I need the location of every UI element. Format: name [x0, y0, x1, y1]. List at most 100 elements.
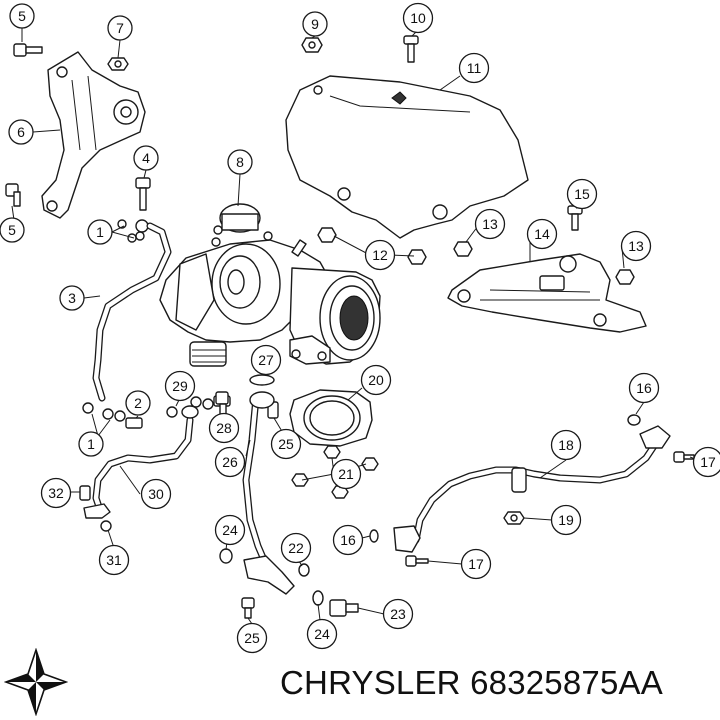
callout-number: 5: [18, 8, 26, 24]
callout-circle: [692, 446, 720, 478]
callout-c16a: 16: [628, 372, 660, 404]
callout-c22: 22: [280, 532, 312, 564]
coolant-hose-18: [393, 425, 671, 553]
callout-circle: [8, 119, 34, 145]
callout-number: 25: [278, 436, 294, 452]
callout-circle: [382, 598, 414, 630]
stud-10: [403, 35, 419, 63]
callout-c8: 8: [227, 149, 253, 175]
callout-circle: [236, 622, 268, 654]
callout-number: 15: [574, 186, 590, 202]
callout-c7: 7: [107, 15, 133, 41]
callout-c13b: 13: [620, 230, 652, 262]
callout-circle: [0, 217, 25, 243]
callout-circle: [78, 431, 104, 457]
callout-number: 17: [468, 556, 484, 572]
callout-c1b: 1: [78, 431, 104, 457]
callout-number: 1: [96, 224, 104, 240]
washer-24-lower: [312, 590, 324, 606]
oil-line-3: [92, 222, 172, 402]
banjo-1-lower: [82, 402, 126, 422]
callout-number: 24: [222, 522, 238, 538]
callout-number: 8: [236, 154, 244, 170]
bolt-15: [567, 205, 583, 231]
callout-circle: [302, 11, 328, 37]
gasket-27: [249, 374, 275, 386]
callout-number: 2: [134, 395, 142, 411]
callout-number: 5: [8, 222, 16, 238]
bolt-4: [135, 177, 151, 211]
callout-c6: 6: [8, 119, 34, 145]
callout-circle: [360, 364, 392, 396]
callout-circle: [125, 390, 151, 416]
callout-c27: 27: [250, 344, 282, 376]
callout-number: 14: [534, 226, 550, 242]
callout-c15: 15: [566, 178, 598, 210]
callout-circle: [59, 285, 85, 311]
wastegate-actuator-8: [213, 203, 261, 235]
chrysler-pentastar-logo: [4, 648, 68, 716]
callout-circle: [526, 218, 558, 250]
washer-22: [298, 563, 310, 577]
callout-number: 28: [216, 420, 232, 436]
callout-number: 1: [87, 436, 95, 452]
bolt-2: [125, 417, 143, 429]
callout-circle: [140, 478, 172, 510]
callout-c3: 3: [59, 285, 85, 311]
callout-number: 13: [628, 238, 644, 254]
bolt-17-lower: [405, 555, 429, 567]
callout-number: 20: [368, 372, 384, 388]
callout-number: 29: [172, 378, 188, 394]
callout-circle: [270, 428, 302, 460]
callout-number: 12: [372, 247, 388, 263]
callout-circle: [133, 145, 159, 171]
callout-c13a: 13: [474, 208, 506, 240]
callout-number: 7: [116, 20, 124, 36]
callout-circle: [280, 532, 312, 564]
callout-number: 6: [17, 124, 25, 140]
callout-circle: [620, 230, 652, 262]
callout-number: 24: [314, 626, 330, 642]
banjo-bolts-1-top: [117, 219, 149, 243]
callout-number: 21: [338, 466, 354, 482]
callout-c21: 21: [330, 458, 362, 490]
callout-circle: [330, 458, 362, 490]
callout-circle: [98, 544, 130, 576]
callout-c26: 26: [214, 446, 246, 478]
bolt-5-lower: [5, 183, 21, 207]
fitting-28: [215, 391, 229, 417]
callout-number: 18: [558, 437, 574, 453]
part-number-caption: CHRYSLER 68325875AA: [280, 664, 710, 712]
callout-circle: [460, 548, 492, 580]
callout-circle: [227, 149, 253, 175]
bolt-17-right: [673, 451, 695, 463]
callout-c2: 2: [125, 390, 151, 416]
bolt-5-top: [13, 43, 43, 57]
callout-circle: [364, 239, 396, 271]
nut-9: [301, 37, 323, 53]
callout-circle: [402, 2, 434, 34]
callout-c1a: 1: [87, 219, 113, 245]
callout-c11: 11: [458, 52, 490, 84]
callout-number: 4: [142, 150, 150, 166]
callout-number: 16: [636, 380, 652, 396]
washer-16-upper: [627, 414, 641, 426]
callout-number: 13: [482, 216, 498, 232]
callout-c24b: 24: [306, 618, 338, 650]
callout-c28: 28: [208, 412, 240, 444]
callout-number: 22: [288, 540, 304, 556]
callout-circle: [208, 412, 240, 444]
callout-number: 3: [68, 290, 76, 306]
callout-number: 25: [244, 630, 260, 646]
callout-circle: [550, 504, 582, 536]
part-number: 68325875AA: [470, 664, 663, 701]
callout-c19: 19: [550, 504, 582, 536]
callout-number: 32: [48, 485, 64, 501]
nut-7: [107, 57, 129, 71]
callout-c30: 30: [140, 478, 172, 510]
callout-c12: 12: [364, 239, 396, 271]
turbocharger-body: [159, 231, 381, 367]
callout-c31: 31: [98, 544, 130, 576]
